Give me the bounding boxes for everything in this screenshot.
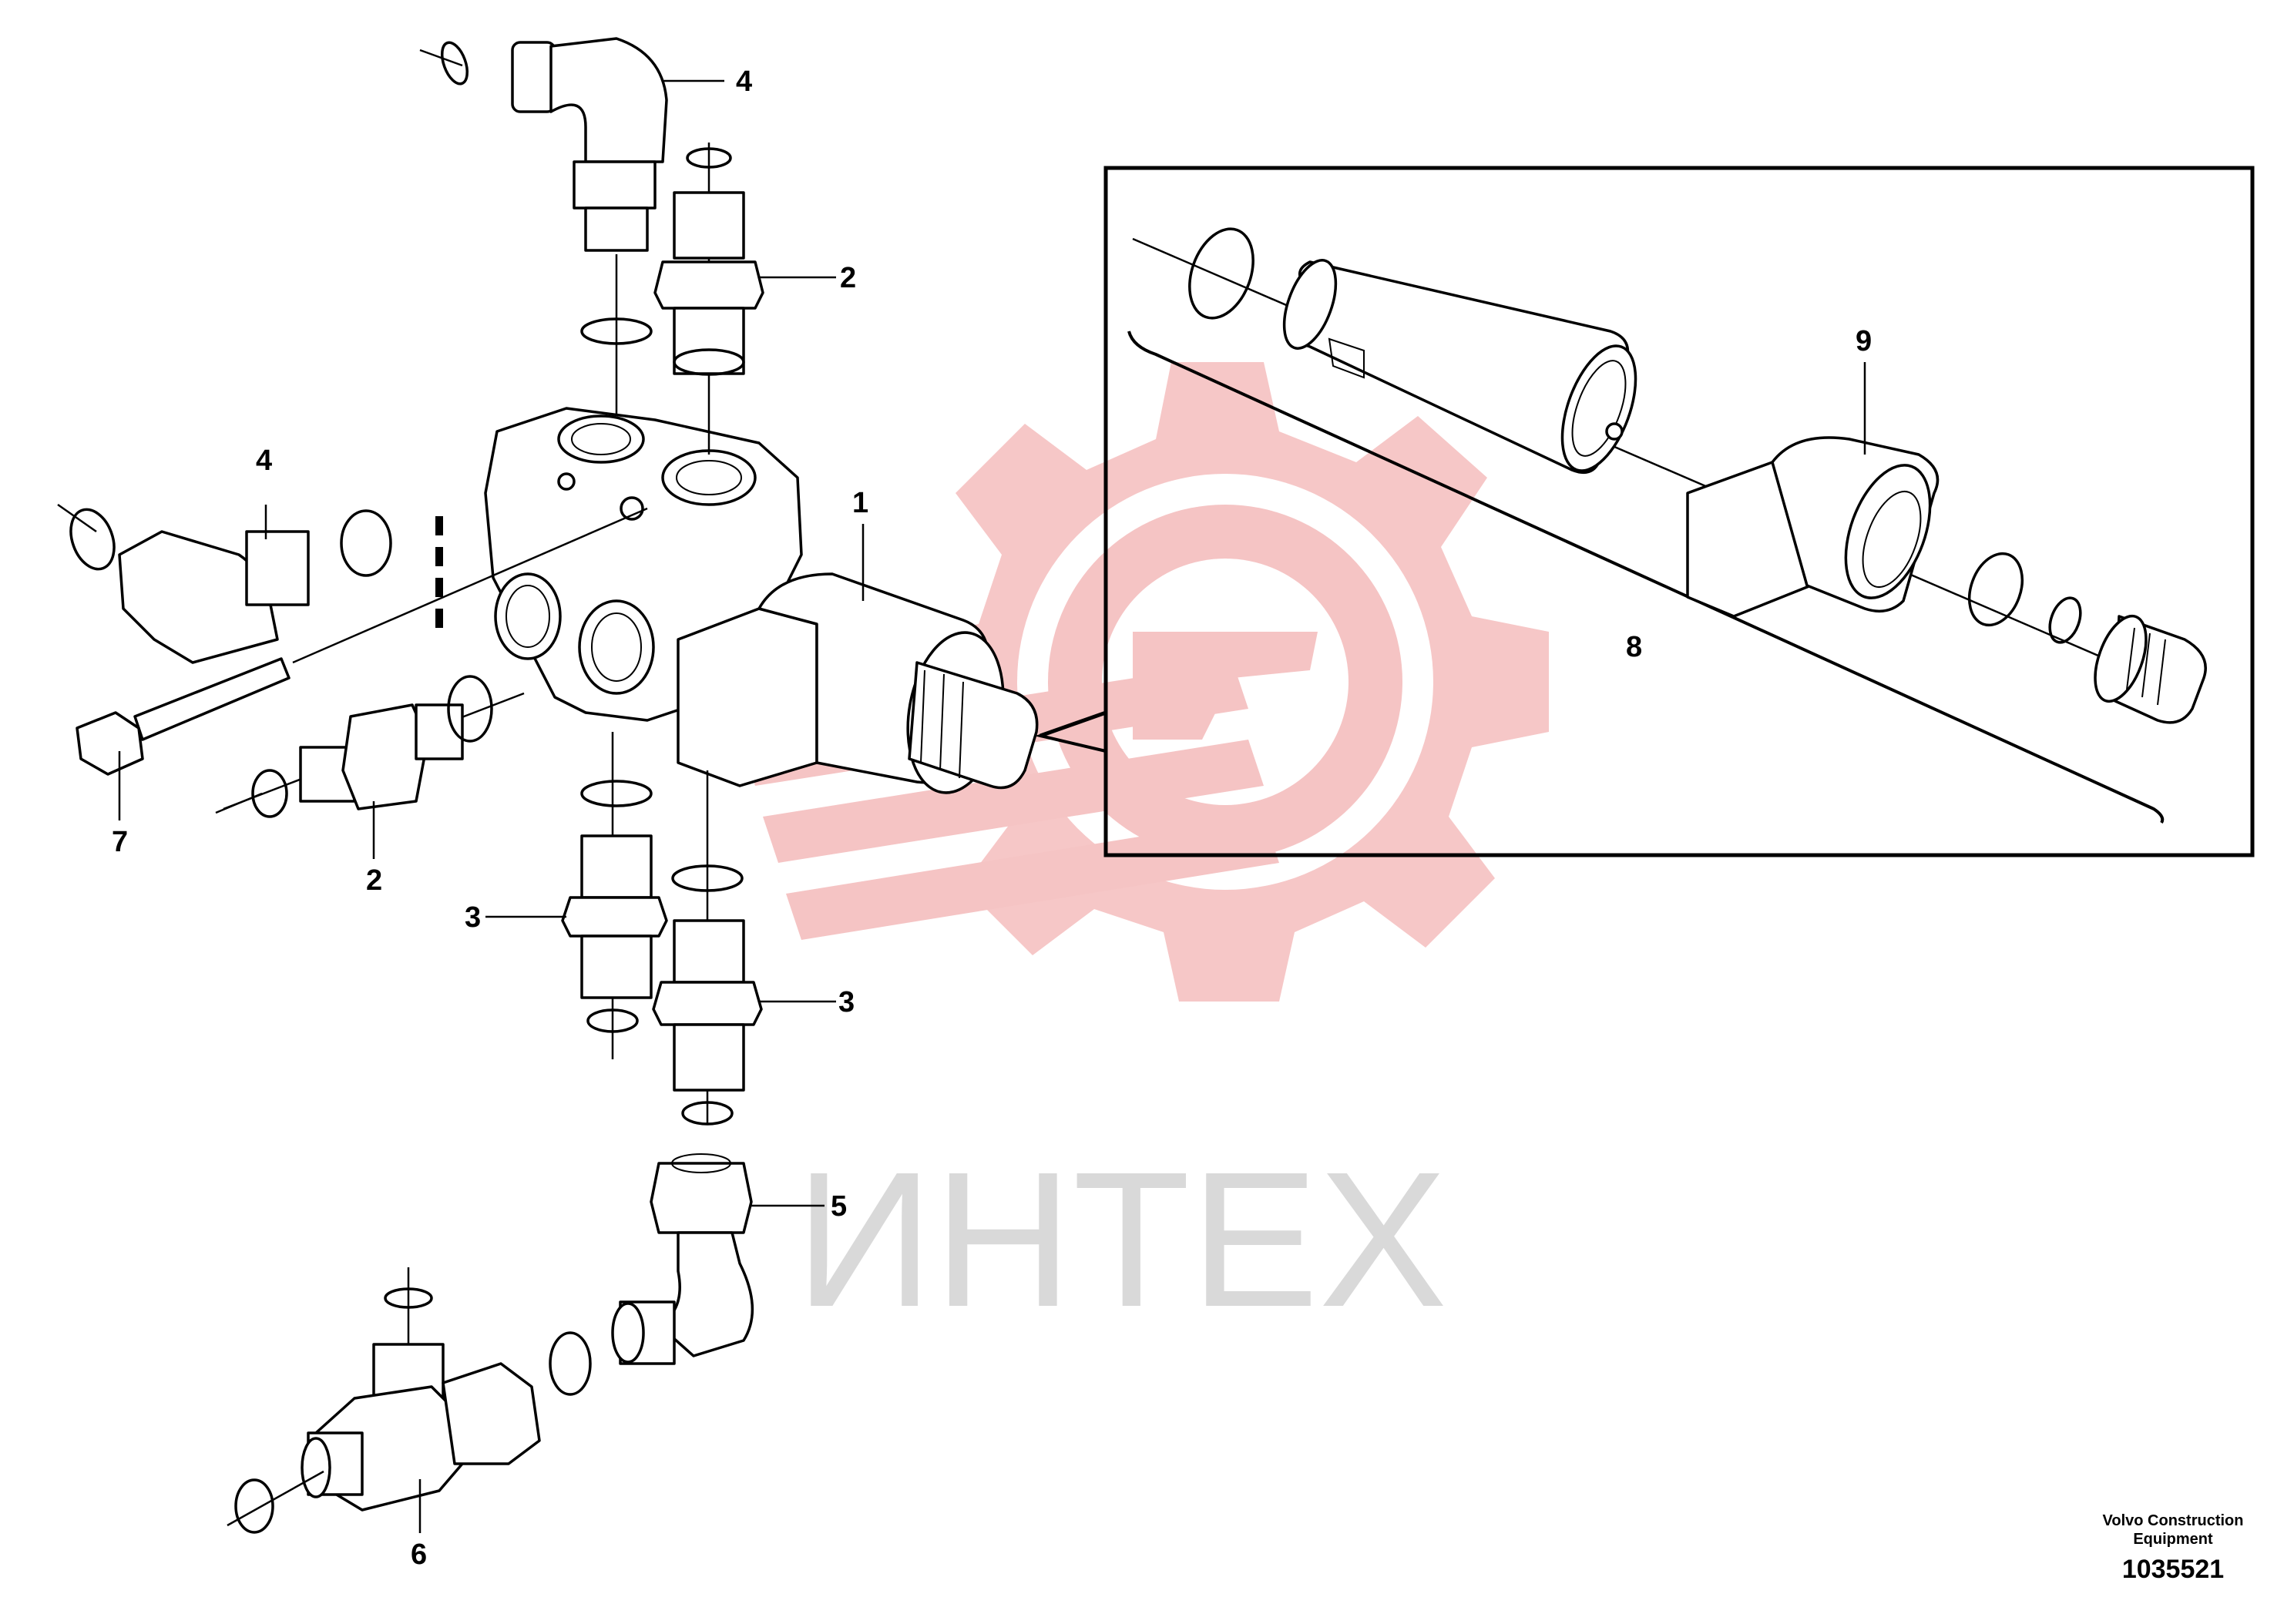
callout-4-left: 4 — [256, 445, 272, 477]
footer: Volvo Construction Equipment 1035521 — [2103, 1512, 2244, 1584]
manufacturer-line-2: Equipment — [2133, 1531, 2213, 1548]
callout-leaders — [118, 79, 1866, 1533]
callout-2-bottom: 2 — [366, 864, 382, 897]
callout-2-top: 2 — [840, 262, 856, 294]
watermark-gear-icon — [740, 362, 1549, 1002]
callout-3-right: 3 — [838, 986, 855, 1018]
valve-body — [484, 407, 1039, 794]
watermark: ИНТЕХ — [740, 362, 1549, 1347]
manufacturer-line-1: Volvo Construction — [2103, 1512, 2244, 1529]
callout-8: 8 — [1626, 631, 1642, 663]
callout-4-top: 4 — [736, 65, 752, 98]
detail-inset — [1034, 166, 2255, 857]
callout-labels: 4 2 4 1 7 2 3 3 5 6 8 9 — [112, 65, 1872, 1571]
callout-1: 1 — [852, 487, 868, 519]
fittings — [57, 37, 764, 1534]
callout-6: 6 — [411, 1538, 427, 1571]
callout-7: 7 — [112, 826, 128, 858]
callout-5: 5 — [831, 1190, 847, 1223]
watermark-text: ИНТЕХ — [795, 1132, 1447, 1347]
drawing-number: 1035521 — [2122, 1555, 2224, 1584]
callout-9: 9 — [1856, 325, 1872, 357]
callout-3-left: 3 — [465, 901, 481, 934]
